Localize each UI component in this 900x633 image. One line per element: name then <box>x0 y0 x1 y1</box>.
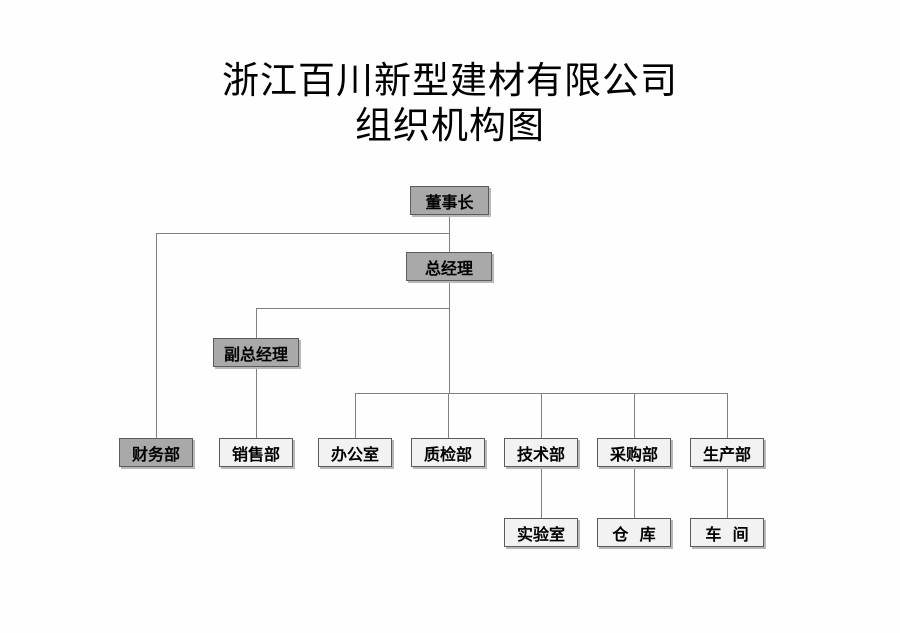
title-line-1: 浙江百川新型建材有限公司 <box>222 59 678 102</box>
connector-gm-bus-deputy <box>256 308 450 309</box>
node-office[interactable]: 办公室 <box>318 438 392 467</box>
connector-bus-to-quality <box>448 393 449 439</box>
connector-bus-to-purchasing <box>634 393 635 439</box>
connector-production-to-workshop <box>727 466 728 519</box>
node-quality-dept[interactable]: 质检部 <box>411 438 485 467</box>
node-production-dept[interactable]: 生产部 <box>690 438 764 467</box>
node-sales-dept[interactable]: 销售部 <box>219 438 293 467</box>
connector-bus-to-office <box>355 393 356 439</box>
chart-title: 浙江百川新型建材有限公司 组织机构图 <box>0 58 900 148</box>
node-warehouse[interactable]: 仓 库 <box>597 518 671 547</box>
connector-deputy-to-sales <box>256 366 257 439</box>
connector-chairman-stem <box>449 214 450 233</box>
connector-chairman-to-finance <box>156 233 157 439</box>
connector-chairman-to-gm <box>449 233 450 253</box>
node-finance-dept[interactable]: 财务部 <box>119 438 193 467</box>
node-technology-dept[interactable]: 技术部 <box>504 438 578 467</box>
title-line-2: 组织机构图 <box>355 104 545 147</box>
node-workshop[interactable]: 车 间 <box>690 518 764 547</box>
node-laboratory[interactable]: 实验室 <box>504 518 578 547</box>
connector-gm-to-deputy <box>256 308 257 339</box>
connector-bus-to-technology <box>541 393 542 439</box>
connector-purchasing-to-warehouse <box>634 466 635 519</box>
node-chairman[interactable]: 董事长 <box>410 186 489 215</box>
connector-gm-trunk <box>449 308 450 394</box>
connector-gm-stem <box>449 280 450 309</box>
connector-chairman-bus <box>156 233 450 234</box>
connector-bus-to-production <box>727 393 728 439</box>
node-purchasing-dept[interactable]: 采购部 <box>597 438 671 467</box>
node-general-manager[interactable]: 总经理 <box>406 252 492 281</box>
connector-technology-to-laboratory <box>541 466 542 519</box>
node-deputy-general-manager[interactable]: 副总经理 <box>213 338 299 367</box>
